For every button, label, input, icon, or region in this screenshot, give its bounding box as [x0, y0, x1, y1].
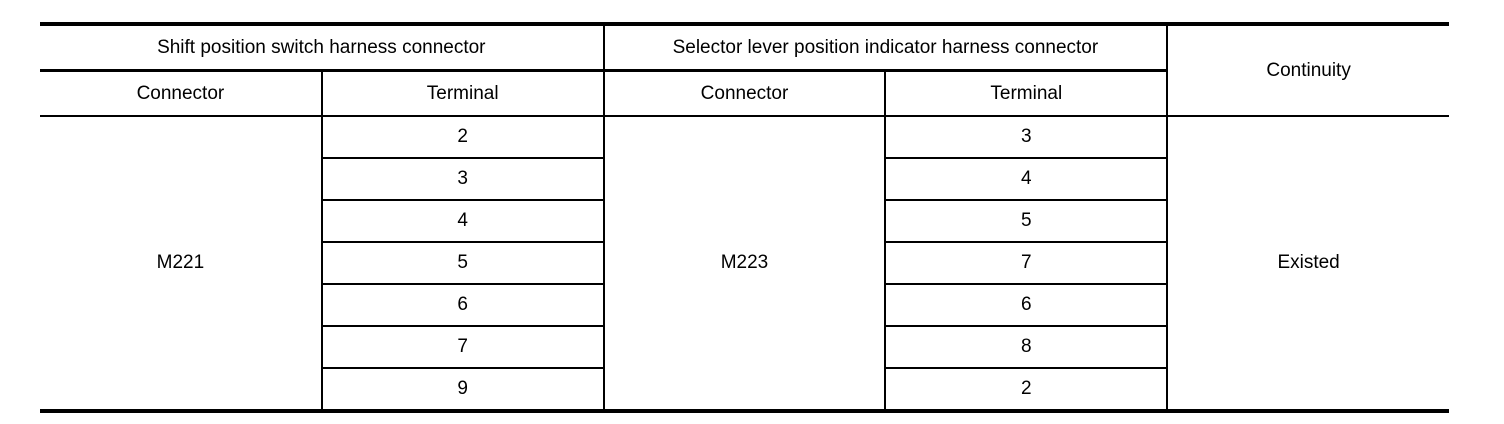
right-terminal-cell: 4: [884, 157, 1168, 201]
table-row: 5 7: [40, 241, 1449, 285]
table-header: Shift position switch harness connector …: [40, 23, 1449, 117]
continuity-cell: Existed: [1166, 115, 1449, 412]
right-terminal-cell: 3: [884, 115, 1169, 159]
left-terminal-cell: 7: [321, 325, 605, 369]
left-terminal-cell: 6: [321, 283, 605, 327]
right-terminal-cell: 7: [884, 241, 1168, 285]
subheader-row: Connector Terminal Connector Terminal: [40, 69, 1449, 117]
left-terminal-cell: 9: [321, 367, 605, 412]
subheader-connector-left: Connector: [40, 69, 323, 117]
right-connector-cell: M223: [602, 115, 887, 412]
subheader-terminal-right: Terminal: [884, 69, 1168, 117]
subheader-connector-right: Connector: [602, 69, 887, 117]
header-selector-lever-group: Selector lever position indicator harnes…: [602, 23, 1169, 72]
continuity-table: Shift position switch harness connector …: [40, 22, 1449, 413]
subheader-terminal-left: Terminal: [320, 69, 605, 117]
left-terminal-cell: 5: [321, 241, 605, 285]
table-row: M221 2 M223 3 Existed: [40, 115, 1449, 412]
header-continuity: Continuity: [1166, 23, 1449, 117]
right-terminal-cell: 6: [884, 283, 1168, 327]
table-row: 7 8: [40, 325, 1449, 369]
header-group-row: Shift position switch harness connector …: [40, 23, 1449, 117]
table-row: 4 5: [40, 199, 1449, 243]
table-body: M221 2 M223 3 Existed 3 4 4 5 5 7 6 6 7 …: [40, 115, 1449, 412]
table-row: 3 4: [40, 157, 1449, 201]
left-connector-cell: M221: [40, 115, 323, 412]
table-row: 9 2: [40, 367, 1449, 412]
table-row: 6 6: [40, 283, 1449, 327]
right-terminal-cell: 8: [884, 325, 1168, 369]
left-terminal-cell: 4: [321, 199, 605, 243]
right-terminal-cell: 5: [884, 199, 1168, 243]
left-terminal-cell: 2: [320, 115, 605, 159]
left-terminal-cell: 3: [321, 157, 605, 201]
right-terminal-cell: 2: [884, 367, 1168, 412]
header-shift-position-group: Shift position switch harness connector: [40, 23, 605, 72]
